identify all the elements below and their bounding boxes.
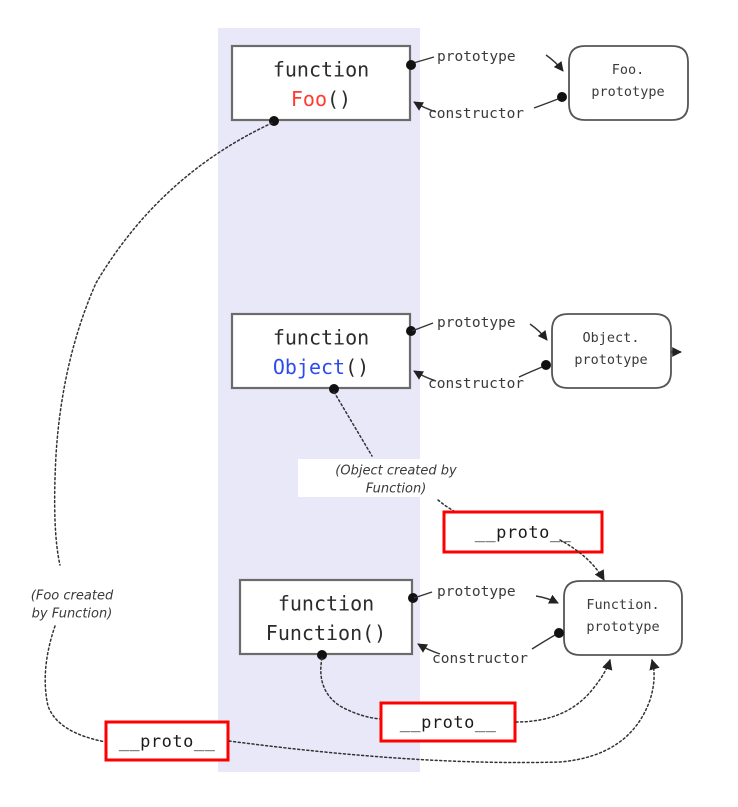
function-prototype-line2: prototype <box>586 619 659 635</box>
foo-prototype-arrow <box>545 54 564 72</box>
function-prototype-line1: Function. <box>586 597 659 613</box>
proto-object-to-function-prototype-link <box>559 539 605 581</box>
function-foo-name: Foo <box>291 87 327 111</box>
note-foo-created-line1: (Foo created <box>31 589 114 604</box>
function-foo-rect <box>230 44 412 122</box>
note-foo-created: (Foo created by Function) <box>31 589 114 622</box>
function-prototype-origin-dot <box>408 593 418 603</box>
object-prototype-arrow <box>529 323 548 341</box>
object-proto-origin-dot <box>329 384 339 394</box>
function-constructor-origin-dot <box>554 628 564 638</box>
proto-box-object-label: __proto__ <box>475 523 572 543</box>
function-prototype-stub <box>413 591 433 599</box>
object-prototype-stub <box>411 322 434 332</box>
note-object-created-line1: (Object created by <box>335 464 457 479</box>
function-function-keyword: function <box>278 592 374 616</box>
foo-prototype-origin-dot <box>406 60 416 70</box>
proto-box-object: __proto__ <box>442 510 604 554</box>
foo-to-note-link-upper <box>53 122 273 566</box>
function-constructor-stub <box>531 634 556 650</box>
proto-box-function-rect <box>379 701 517 743</box>
foo-constructor-stub <box>533 98 559 109</box>
function-object-parens: () <box>345 355 369 379</box>
note-object-created-line2: Function) <box>366 482 427 497</box>
function-proto-origin-dot <box>317 650 327 660</box>
highlight-band <box>218 28 420 772</box>
function-prototype-arrow <box>535 594 559 604</box>
function-function-parens: () <box>362 621 386 645</box>
object-prototype-node: Object. prototype <box>551 313 682 389</box>
function-foo-parens: () <box>327 87 351 111</box>
proto-function-to-function-prototype-link <box>515 658 613 723</box>
function-foo-keyword: function <box>273 58 369 82</box>
function-object-name-line: Object() <box>273 355 369 379</box>
object-prototype-shape <box>551 313 672 389</box>
proto-box-foo-rect <box>104 720 230 762</box>
note-object-created: (Object created by Function) <box>298 459 496 497</box>
object-prototype-origin-dot <box>406 326 416 336</box>
proto-box-function: __proto__ <box>379 701 517 743</box>
object-prototype-line1: Object. <box>583 330 640 346</box>
object-constructor-arrow <box>413 370 437 382</box>
function-prototype-shape <box>563 580 683 656</box>
function-prototype-edge-label: prototype <box>437 584 516 600</box>
function-foo-box: function Foo() <box>230 44 412 122</box>
function-function-name: Function <box>266 621 362 645</box>
function-object-name: Object <box>273 355 345 379</box>
function-prototype-node: Function. prototype <box>563 580 683 656</box>
foo-constructor-arrow <box>413 101 437 113</box>
proto-box-object-rect <box>442 510 604 554</box>
function-foo-name-line: Foo() <box>291 87 351 111</box>
function-object-box: function Object() <box>230 312 412 390</box>
proto-foo-to-function-prototype-link <box>228 658 660 764</box>
object-constructor-edge-label: constructor <box>428 376 524 392</box>
foo-constructor-edge-label: constructor <box>428 106 524 122</box>
foo-prototype-edge-label: prototype <box>437 49 516 65</box>
proto-box-function-label: __proto__ <box>400 713 497 733</box>
note-object-created-bg <box>298 459 496 497</box>
foo-prototype-shape <box>568 45 689 121</box>
proto-box-foo-label: __proto__ <box>119 732 216 752</box>
function-function-name-line: Function() <box>266 621 386 645</box>
object-to-note-link <box>333 391 373 457</box>
proto-box-foo: __proto__ <box>104 720 230 762</box>
object-prototype-edge-label: prototype <box>437 315 516 331</box>
function-object-keyword: function <box>273 326 369 350</box>
object-constructor-origin-dot <box>541 360 551 370</box>
function-object-rect <box>230 312 412 390</box>
function-to-proto-function-link <box>320 657 383 720</box>
foo-prototype-line2: prototype <box>591 84 664 100</box>
object-prototype-line2: prototype <box>574 352 647 368</box>
foo-prototype-node: Foo. prototype <box>568 45 689 121</box>
note-foo-created-line2: by Function) <box>32 607 113 622</box>
function-constructor-arrow <box>417 643 441 655</box>
function-function-box: function Function() <box>238 578 414 656</box>
object-constructor-stub <box>518 366 543 378</box>
function-function-rect <box>238 578 414 656</box>
function-constructor-edge-label: constructor <box>432 651 528 667</box>
foo-prototype-line1: Foo. <box>612 62 645 78</box>
foo-constructor-origin-dot <box>557 92 567 102</box>
note-to-proto-foo-link <box>44 625 107 743</box>
